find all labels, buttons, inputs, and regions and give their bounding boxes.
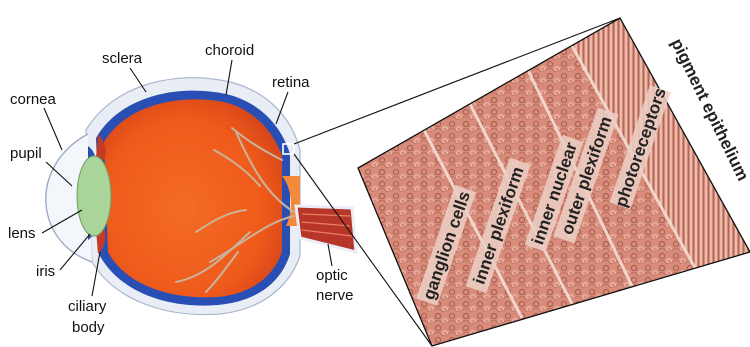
label-lens: lens <box>8 225 36 242</box>
label-optic-nerve-line2: nerve <box>316 287 354 304</box>
lens-shape <box>77 156 111 236</box>
label-choroid: choroid <box>205 42 254 59</box>
label-ciliary-body-line1: ciliary <box>68 298 107 315</box>
eye-cross-section <box>46 78 356 315</box>
label-cornea: cornea <box>10 91 57 108</box>
optic-nerve-shape <box>296 206 356 252</box>
label-iris: iris <box>36 263 55 280</box>
retina-magnified-panel: ganglion cells inner plexiform inner nuc… <box>358 18 750 346</box>
eyeball-interior <box>104 99 282 297</box>
label-retina: retina <box>272 74 310 91</box>
label-optic-nerve-line1: optic <box>316 267 348 284</box>
label-sclera: sclera <box>102 50 143 67</box>
label-ciliary-body-line2: body <box>72 319 105 336</box>
label-pupil: pupil <box>10 145 42 162</box>
